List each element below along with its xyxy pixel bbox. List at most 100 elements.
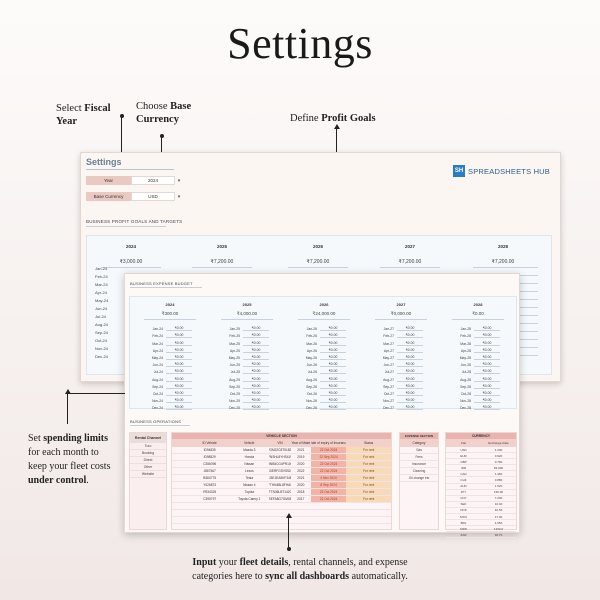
table-cell[interactable]: 2021 xyxy=(297,476,305,480)
currency-code[interactable]: BRL xyxy=(460,520,467,525)
table-cell[interactable]: For rent xyxy=(346,489,391,495)
table-cell[interactable] xyxy=(291,517,311,523)
table-cell[interactable]: 22 Sep 2024 xyxy=(310,454,347,460)
budget-limit-input[interactable]: ₹0.00 xyxy=(474,355,500,360)
budget-limit-input[interactable]: ₹0.00 xyxy=(243,348,269,353)
budget-limit-input[interactable]: ₹0.00 xyxy=(243,405,269,411)
table-row[interactable]: Cleaning xyxy=(400,468,438,475)
budget-limit-input[interactable]: ₹0.00 xyxy=(243,333,269,339)
currency-code[interactable]: GBP xyxy=(460,459,467,464)
budget-limit-input[interactable]: ₹0.00 xyxy=(397,355,423,360)
budget-limit-input[interactable]: ₹0.00 xyxy=(243,369,269,375)
budget-limit-input[interactable]: ₹0.00 xyxy=(474,369,500,375)
exchange-rate[interactable]: 4.950 xyxy=(494,520,503,525)
budget-limit-input[interactable]: ₹0.00 xyxy=(166,377,192,382)
budget-limit-input[interactable]: ₹0.00 xyxy=(243,355,269,360)
table-cell[interactable]: 2020 xyxy=(297,462,305,466)
list-item[interactable]: Booking xyxy=(130,450,166,457)
budget-limit-input[interactable]: ₹0.00 xyxy=(474,326,500,332)
table-cell[interactable]: Mazda 3 xyxy=(243,448,256,452)
table-row[interactable]: Insurance xyxy=(400,461,438,468)
table-cell[interactable]: 4T4DERFGSVS52498 xyxy=(269,469,291,473)
currency-code[interactable]: KRW xyxy=(460,526,467,531)
budget-limit-input[interactable]: ₹0.00 xyxy=(166,369,192,375)
table-cell[interactable] xyxy=(229,503,269,509)
table-cell[interactable]: Toyota xyxy=(244,490,254,494)
exchange-rate[interactable]: 150.00 xyxy=(493,490,504,495)
table-cell[interactable]: 1YVGM22C8T5182908 xyxy=(269,448,291,452)
budget-limit-input[interactable]: ₹0.00 xyxy=(243,391,269,396)
table-row[interactable]: Fees xyxy=(400,454,438,461)
exchange-rate[interactable]: 1.000 xyxy=(494,447,503,452)
table-cell[interactable]: 1FTHN4BL8FHA09 xyxy=(269,483,291,487)
budget-limit-input[interactable]: ₹0.00 xyxy=(474,333,500,339)
table-cell[interactable]: 2020 xyxy=(297,483,305,487)
currency-code[interactable]: EUR xyxy=(460,453,467,458)
currency-code[interactable]: CNY xyxy=(460,496,467,501)
exchange-rate[interactable]: 10.50 xyxy=(494,508,503,513)
budget-limit-input[interactable]: ₹0.00 xyxy=(397,362,423,368)
table-cell[interactable] xyxy=(346,510,391,516)
table-cell[interactable]: B360775 xyxy=(203,476,217,480)
table-cell[interactable]: 8 Sep 2024 xyxy=(310,482,347,488)
exchange-rate[interactable]: 1.360 xyxy=(494,471,503,476)
budget-limit-input[interactable]: ₹0.00 xyxy=(166,384,192,389)
table-cell[interactable]: 4NSEFA8G7GM05D8 xyxy=(269,497,291,501)
table-cell[interactable] xyxy=(190,510,230,516)
table-cell[interactable] xyxy=(311,517,347,523)
budget-limit-input[interactable]: ₹0.00 xyxy=(320,362,346,368)
budget-limit-input[interactable]: ₹0.00 xyxy=(474,377,500,382)
exchange-rate[interactable]: 10.40 xyxy=(494,502,503,507)
budget-limit-input[interactable]: ₹0.00 xyxy=(474,391,500,396)
table-cell[interactable]: 5YJ3E1EA5KF34889 xyxy=(269,476,291,480)
chevron-down-icon[interactable]: ▾ xyxy=(177,177,181,184)
goal-amount[interactable]: ₹7,200.00 xyxy=(306,259,330,265)
exchange-rate[interactable]: 0.920 xyxy=(494,453,503,458)
exchange-rate[interactable]: 1.520 xyxy=(494,484,503,489)
table-cell[interactable]: For rent xyxy=(346,475,391,481)
budget-limit-input[interactable]: ₹0.00 xyxy=(166,398,192,404)
budget-limit-input[interactable]: ₹0.00 xyxy=(474,341,500,346)
budget-limit-input[interactable]: ₹0.00 xyxy=(320,384,346,389)
table-cell[interactable]: 2019 xyxy=(297,455,305,459)
budget-limit-input[interactable]: ₹0.00 xyxy=(397,398,423,404)
table-cell[interactable]: Tesla xyxy=(245,476,254,480)
table-cell[interactable]: 22 Oct 2024 xyxy=(310,489,347,495)
budget-amount[interactable]: ₹4,000.00 xyxy=(236,311,258,316)
budget-limit-input[interactable]: ₹0.00 xyxy=(397,326,423,332)
table-cell[interactable]: C395797 xyxy=(203,497,217,501)
budget-limit-input[interactable]: ₹0.00 xyxy=(320,341,346,346)
budget-limit-input[interactable]: ₹0.00 xyxy=(397,391,423,396)
table-cell[interactable] xyxy=(229,510,269,516)
table-cell[interactable]: 2022 xyxy=(297,469,305,473)
list-item[interactable]: Direct xyxy=(130,457,166,464)
goal-amount[interactable]: ₹3,000.00 xyxy=(119,259,143,265)
table-cell[interactable]: Nissan 4 xyxy=(243,483,256,487)
goal-amount[interactable]: ₹7,200.00 xyxy=(491,259,515,265)
budget-limit-input[interactable]: ₹0.00 xyxy=(320,377,346,382)
currency-code[interactable]: JPY xyxy=(460,490,467,495)
budget-amount[interactable]: ₹0.00 xyxy=(472,311,484,316)
table-cell[interactable]: 9T7NSHL8YHS41986 xyxy=(269,455,291,459)
budget-limit-input[interactable]: ₹0.00 xyxy=(397,348,423,353)
table-cell[interactable]: 2021 xyxy=(297,448,305,452)
budget-limit-input[interactable]: ₹0.00 xyxy=(243,377,269,382)
exchange-rate[interactable]: 0.880 xyxy=(494,478,503,483)
table-cell[interactable]: 2017 xyxy=(297,497,305,501)
table-cell[interactable]: 4 Nov 2024 xyxy=(310,475,347,481)
budget-limit-input[interactable]: ₹0.00 xyxy=(243,341,269,346)
budget-limit-input[interactable]: ₹0.00 xyxy=(320,333,346,339)
exchange-rate[interactable]: 7.200 xyxy=(494,496,503,501)
budget-limit-input[interactable]: ₹0.00 xyxy=(320,405,346,411)
budget-limit-input[interactable]: ₹0.00 xyxy=(397,369,423,375)
table-cell[interactable] xyxy=(291,503,311,509)
table-cell[interactable]: 2C3NB5CG4PR10664 xyxy=(269,462,291,466)
currency-code[interactable]: SEK xyxy=(460,502,467,507)
currency-code[interactable]: USD xyxy=(460,447,467,452)
table-cell[interactable]: For rent xyxy=(346,482,391,488)
budget-limit-input[interactable]: ₹0.00 xyxy=(243,326,269,332)
budget-limit-input[interactable]: ₹0.00 xyxy=(397,377,423,382)
budget-limit-input[interactable]: ₹0.00 xyxy=(166,326,192,332)
budget-limit-input[interactable]: ₹0.00 xyxy=(320,348,346,353)
currency-code[interactable]: MXN xyxy=(460,514,467,519)
